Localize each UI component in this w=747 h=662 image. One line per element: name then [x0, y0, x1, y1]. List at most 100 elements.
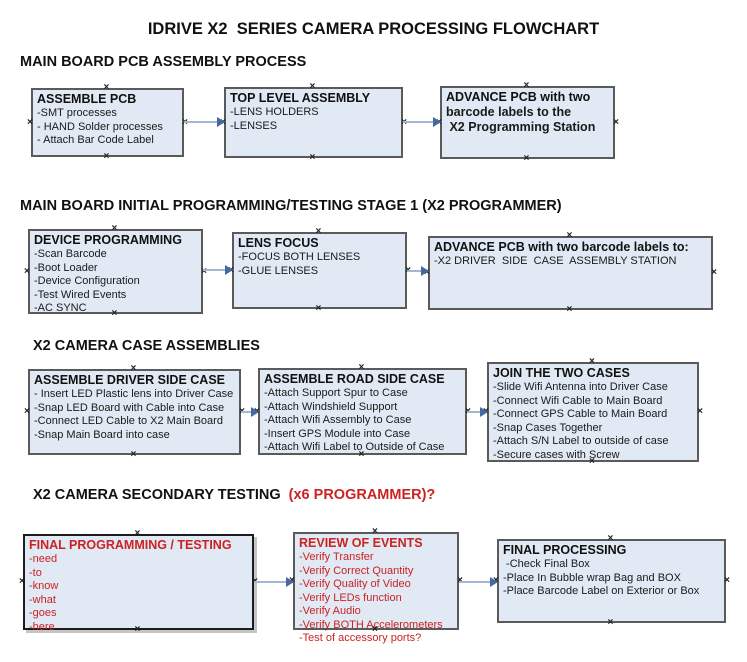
box-lens-focus[interactable]: LENS FOCUS -FOCUS BOTH LENSES -GLUE LENS…	[228, 227, 411, 314]
connection-handle-bottom[interactable]: ×	[372, 624, 378, 635]
box-item: -LENS HOLDERS	[230, 106, 319, 118]
connection-handle-bottom[interactable]: ×	[315, 303, 322, 314]
connection-handle-top[interactable]: ×	[607, 533, 614, 544]
box-item: -goes	[29, 607, 57, 619]
box-join-two-cases[interactable]: JOIN THE TWO CASES -Slide Wifi Antenna i…	[483, 357, 703, 467]
box-item: -Device Configuration	[34, 275, 140, 287]
box-item: -to	[29, 566, 42, 579]
connection-handle-top[interactable]: ×	[134, 528, 141, 539]
box-device-programming[interactable]: DEVICE PROGRAMMING -Scan Barcode -Boot L…	[24, 224, 207, 319]
connection-handle-right[interactable]: ×	[697, 406, 703, 417]
connection-handle-top[interactable]: ×	[566, 230, 573, 241]
box-item: -Slide Wifi Antenna into Driver Case	[493, 381, 668, 393]
arrow-line	[241, 411, 252, 413]
connection-handle-right[interactable]: ×	[724, 575, 730, 586]
arrowhead-icon	[433, 117, 441, 127]
box-item: -Verify Quality of Video	[299, 578, 411, 590]
connection-handle-right[interactable]: ×	[711, 267, 717, 278]
box-assemble-pcb[interactable]: ASSEMBLE PCB -SMT processes - HAND Solde…	[27, 83, 188, 162]
box-item: -Insert GPS Module into Case	[264, 427, 411, 440]
connection-handle-top[interactable]: ×	[315, 226, 322, 237]
connection-handle-left[interactable]: ×	[27, 116, 33, 128]
connection-handle-top[interactable]: ×	[589, 356, 595, 367]
connection-handle-left[interactable]: ×	[19, 576, 25, 587]
box-item: -X2 DRIVER SIDE CASE ASSEMBLY STATION	[434, 255, 677, 267]
box-item: - Insert LED Plastic lens into Driver Ca…	[34, 388, 234, 400]
box-title: REVIEW OF EVENTS	[299, 536, 423, 550]
box-item: barcode labels to the	[446, 105, 572, 119]
connection-handle-right[interactable]: ×	[457, 576, 463, 586]
flow-arrow[interactable]	[403, 117, 441, 127]
connection-handle-left[interactable]: ×	[24, 406, 30, 417]
section-heading-text: X2 CAMERA SECONDARY TESTING	[33, 487, 285, 503]
box-title: DEVICE PROGRAMMING	[34, 233, 182, 247]
connection-handle-bottom[interactable]: ×	[103, 151, 110, 162]
box-advance-pcb-programming-station[interactable]: ADVANCE PCB with two barcode labels to t…	[436, 81, 619, 164]
box-final-programming-testing[interactable]: FINAL PROGRAMMING / TESTING -need -to -k…	[19, 529, 258, 635]
connection-handle-bottom[interactable]: ×	[130, 449, 137, 460]
flow-arrow[interactable]	[184, 117, 225, 127]
arrow-line	[203, 269, 226, 271]
flow-arrow[interactable]	[459, 577, 498, 587]
arrow-line	[254, 581, 287, 583]
connection-handle-bottom[interactable]: ×	[589, 456, 595, 467]
box-assemble-road-side-case[interactable]: ASSEMBLE ROAD SIDE CASE -Attach Support …	[254, 363, 471, 460]
connection-handle-top[interactable]: ×	[309, 81, 316, 92]
box-item: -AC SYNC	[34, 302, 87, 314]
box-title: ASSEMBLE ROAD SIDE CASE	[264, 372, 445, 386]
flow-arrow[interactable]	[241, 407, 259, 417]
box-review-of-events[interactable]: REVIEW OF EVENTS -Verify Transfer -Verif…	[289, 527, 463, 645]
box-final-processing[interactable]: FINAL PROCESSING -Check Final Box -Place…	[493, 534, 730, 628]
section-heading-red-suffix: (x6 PROGRAMMER)?	[284, 487, 436, 503]
box-title: ADVANCE PCB with two	[446, 90, 591, 104]
box-item: -Connect Wifi Cable to Main Board	[493, 394, 663, 407]
box-item: -Boot Loader	[34, 261, 98, 274]
connection-handle-bottom[interactable]: ×	[358, 449, 365, 460]
box-item: -Verify Correct Quantity	[299, 564, 414, 577]
box-advance-pcb-driver-side[interactable]: ADVANCE PCB with two barcode labels to: …	[424, 231, 717, 315]
connection-handle-left[interactable]: ×	[24, 265, 30, 277]
connection-handle-top[interactable]: ×	[130, 363, 137, 374]
box-item: -Snap LED Board with Cable into Case	[34, 401, 225, 414]
connection-handle-bottom[interactable]: ×	[111, 308, 118, 319]
box-item: -SMT processes	[37, 107, 117, 119]
box-item: -GLUE LENSES	[238, 264, 319, 277]
flow-arrow[interactable]	[203, 265, 233, 275]
box-assemble-driver-side-case[interactable]: ASSEMBLE DRIVER SIDE CASE - Insert LED P…	[24, 364, 245, 460]
connection-handle-top[interactable]: ×	[111, 223, 118, 234]
box-item: -Check Final Box	[503, 558, 590, 570]
box-item: - HAND Solder processes	[37, 120, 163, 133]
connection-handle-bottom[interactable]: ×	[566, 304, 573, 315]
connection-handle-right[interactable]: ×	[613, 116, 619, 128]
arrowhead-icon	[225, 265, 233, 275]
box-title: JOIN THE TWO CASES	[493, 366, 630, 380]
box-item: -here	[29, 620, 55, 633]
connection-handle-top[interactable]: ×	[358, 362, 365, 373]
connection-handle-bottom[interactable]: ×	[607, 617, 614, 628]
connection-handle-top[interactable]: ×	[372, 526, 378, 537]
flow-arrow[interactable]	[407, 266, 429, 276]
connection-handle-top[interactable]: ×	[523, 80, 530, 91]
flow-arrow[interactable]	[254, 577, 294, 587]
arrow-line	[467, 411, 481, 413]
arrow-line	[459, 581, 491, 583]
arrow-line	[403, 121, 434, 123]
box-title: ASSEMBLE DRIVER SIDE CASE	[34, 373, 226, 387]
box-item: -Attach Wifi Label to Outside of Case	[264, 441, 445, 453]
connection-handle-bottom[interactable]: ×	[309, 152, 316, 163]
box-item: -Verify Audio	[299, 605, 361, 617]
connection-handle-bottom[interactable]: ×	[134, 624, 141, 635]
connection-handle-top[interactable]: ×	[103, 82, 110, 93]
box-item: -Attach Windshield Support	[264, 400, 398, 413]
box-title: ASSEMBLE PCB	[37, 92, 137, 106]
arrow-line	[184, 121, 218, 123]
box-item: -Snap Main Board into case	[34, 428, 170, 441]
box-item: -Verify Transfer	[299, 551, 374, 563]
connection-handle-bottom[interactable]: ×	[523, 153, 530, 164]
box-item: -Test Wired Events	[34, 288, 127, 301]
box-top-level-assembly[interactable]: TOP LEVEL ASSEMBLY -LENS HOLDERS -LENSES…	[220, 82, 407, 163]
connection-handle-right[interactable]: ×	[201, 265, 207, 277]
box-item: -know	[29, 580, 59, 592]
flow-arrow[interactable]	[467, 407, 488, 417]
